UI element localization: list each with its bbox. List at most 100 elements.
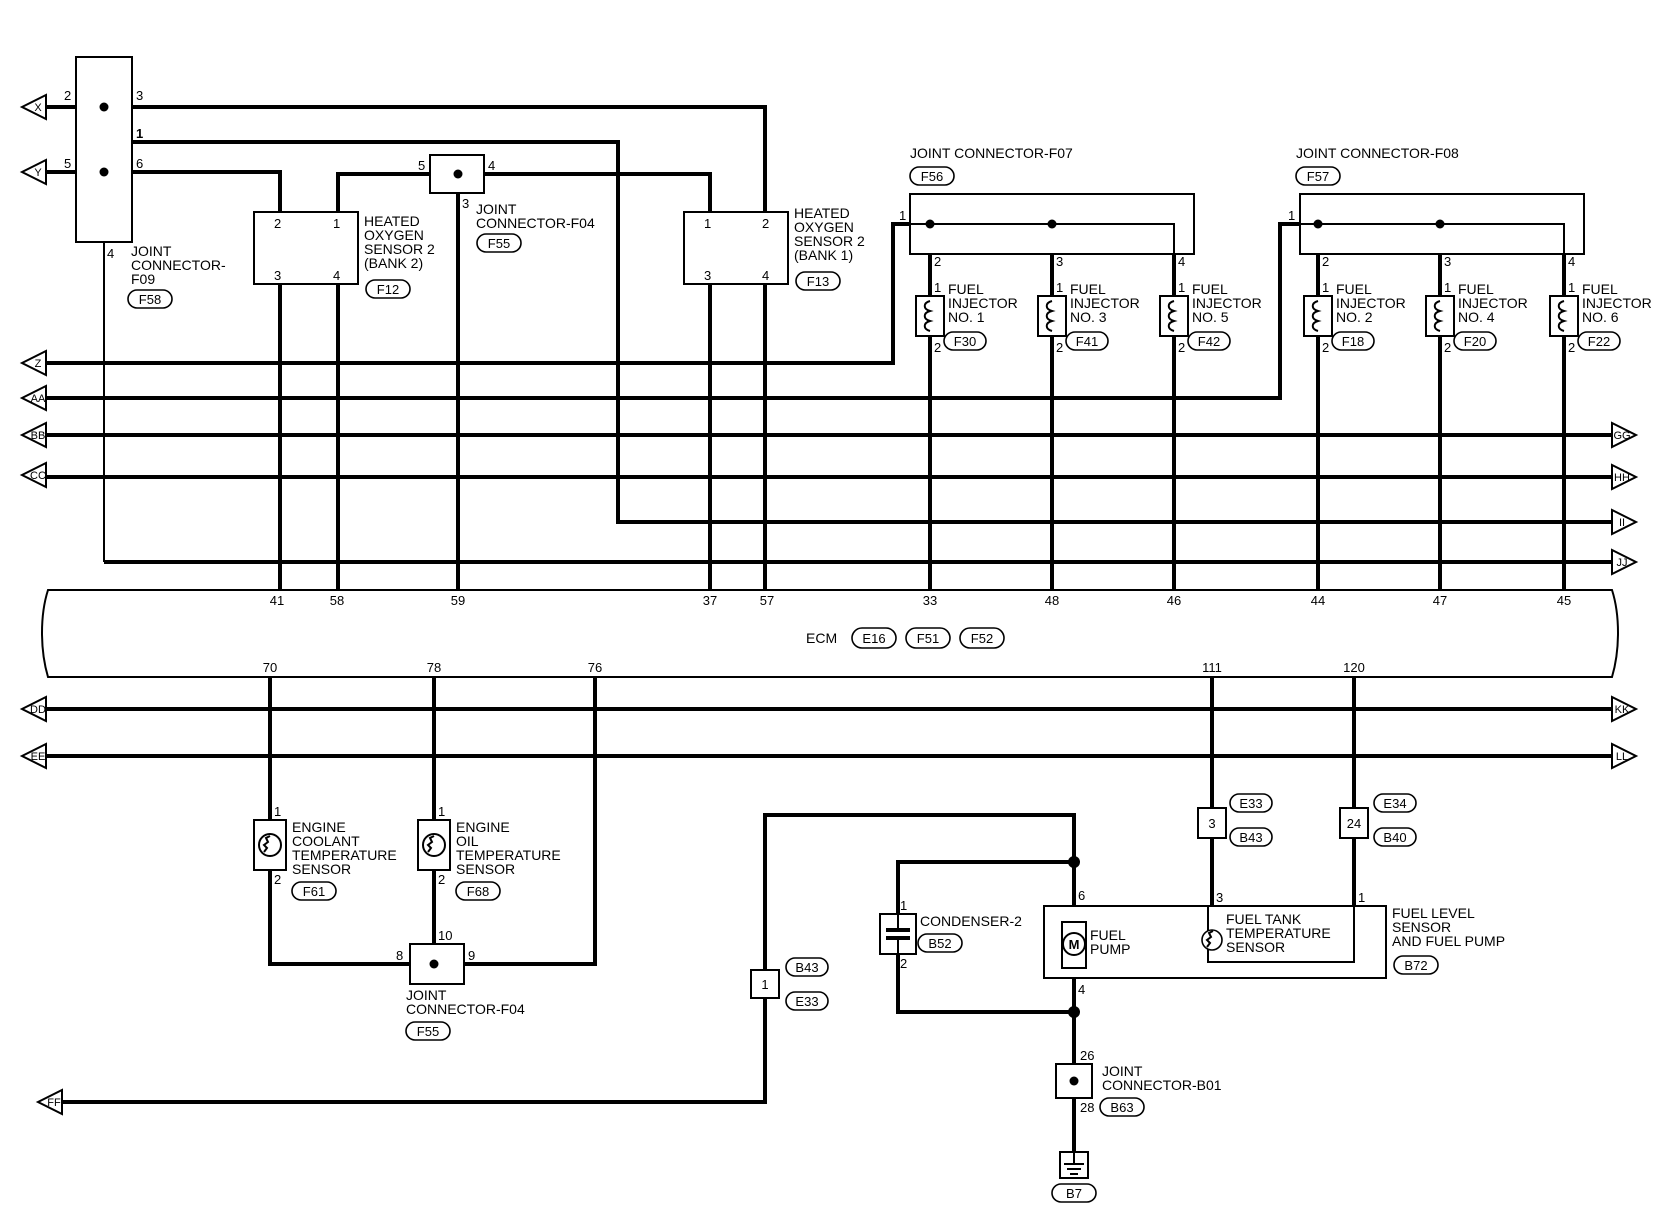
svg-text:E33: E33 bbox=[1239, 796, 1262, 811]
svg-text:FUEL LEVEL: FUEL LEVEL bbox=[1392, 905, 1475, 921]
svg-text:B72: B72 bbox=[1404, 958, 1427, 973]
svg-text:3: 3 bbox=[274, 268, 281, 283]
svg-text:5: 5 bbox=[418, 158, 425, 173]
svg-text:FUEL: FUEL bbox=[948, 281, 984, 297]
terminal-bb: BB bbox=[19, 421, 47, 449]
engine-oil-temperature-sensor: 1 2 ENGINE OIL TEMPERATURE SENSOR F68 bbox=[417, 804, 561, 901]
svg-text:ECM: ECM bbox=[806, 630, 837, 646]
svg-text:TEMPERATURE: TEMPERATURE bbox=[456, 847, 561, 863]
svg-text:F30: F30 bbox=[954, 334, 976, 349]
svg-text:3: 3 bbox=[704, 268, 711, 283]
svg-text:CONNECTOR-: CONNECTOR- bbox=[131, 257, 226, 273]
svg-text:F41: F41 bbox=[1076, 334, 1098, 349]
svg-text:1: 1 bbox=[1358, 890, 1365, 905]
svg-text:3: 3 bbox=[136, 88, 143, 103]
svg-text:F42: F42 bbox=[1198, 334, 1220, 349]
terminal-ff: FF bbox=[35, 1088, 63, 1116]
svg-text:B7: B7 bbox=[1066, 1186, 1082, 1201]
svg-text:57: 57 bbox=[760, 593, 774, 608]
svg-text:FUEL: FUEL bbox=[1336, 281, 1372, 297]
svg-text:GG: GG bbox=[1613, 430, 1630, 442]
svg-text:120: 120 bbox=[1343, 660, 1365, 675]
joint-connector-b01: 26 28 JOINT CONNECTOR-B01 B63 bbox=[1055, 1048, 1222, 1117]
terminal-hh: HH bbox=[1611, 463, 1639, 491]
fuel-injector-2: 1 2 FUEL INJECTOR NO. 2 F18 bbox=[1303, 280, 1406, 355]
svg-text:SENSOR: SENSOR bbox=[456, 861, 515, 877]
svg-text:F55: F55 bbox=[417, 1024, 439, 1039]
svg-text:2: 2 bbox=[1056, 340, 1063, 355]
svg-text:HEATED: HEATED bbox=[794, 205, 850, 221]
svg-text:3: 3 bbox=[1444, 254, 1451, 269]
joint-connector-f07: JOINT CONNECTOR-F07 F56 1 2 3 4 bbox=[899, 145, 1195, 269]
svg-text:CONNECTOR-B01: CONNECTOR-B01 bbox=[1102, 1077, 1222, 1093]
svg-text:(BANK 1): (BANK 1) bbox=[794, 247, 853, 263]
svg-text:NO. 6: NO. 6 bbox=[1582, 309, 1619, 325]
svg-text:HEATED: HEATED bbox=[364, 213, 420, 229]
ecm-pins-top: 41 58 59 37 57 33 48 46 44 47 45 bbox=[270, 593, 1571, 608]
svg-text:X: X bbox=[34, 102, 42, 114]
svg-text:JOINT: JOINT bbox=[476, 201, 517, 217]
fuel-injector-5: 1 2 FUEL INJECTOR NO. 5 F42 bbox=[1159, 280, 1262, 355]
svg-text:37: 37 bbox=[703, 593, 717, 608]
svg-text:FF: FF bbox=[47, 1097, 61, 1109]
svg-text:2: 2 bbox=[762, 216, 769, 231]
svg-text:6: 6 bbox=[1078, 888, 1085, 903]
svg-text:1: 1 bbox=[1568, 280, 1575, 295]
inline-connector-24: 24 E34 B40 bbox=[1339, 793, 1417, 847]
ecm-block: ECM E16 F51 F52 bbox=[41, 589, 1619, 678]
terminal-ee: EE bbox=[19, 742, 47, 770]
svg-text:F57: F57 bbox=[1307, 169, 1329, 184]
svg-text:DD: DD bbox=[30, 704, 46, 716]
svg-text:1: 1 bbox=[1178, 280, 1185, 295]
svg-text:F55: F55 bbox=[488, 236, 510, 251]
svg-text:F20: F20 bbox=[1464, 334, 1486, 349]
svg-text:33: 33 bbox=[923, 593, 937, 608]
svg-text:1: 1 bbox=[1322, 280, 1329, 295]
svg-text:ENGINE: ENGINE bbox=[292, 819, 346, 835]
svg-text:3: 3 bbox=[1208, 816, 1215, 831]
svg-text:JOINT CONNECTOR-F07: JOINT CONNECTOR-F07 bbox=[910, 145, 1073, 161]
svg-text:BB: BB bbox=[31, 430, 46, 442]
terminal-jj: JJ bbox=[1611, 548, 1639, 576]
svg-text:LL: LL bbox=[1616, 751, 1628, 763]
svg-text:4: 4 bbox=[107, 246, 114, 261]
svg-text:F18: F18 bbox=[1342, 334, 1364, 349]
svg-text:COOLANT: COOLANT bbox=[292, 833, 360, 849]
svg-text:2: 2 bbox=[934, 340, 941, 355]
svg-text:2: 2 bbox=[438, 872, 445, 887]
terminal-ii: II bbox=[1611, 508, 1639, 536]
svg-text:SENSOR: SENSOR bbox=[1392, 919, 1451, 935]
svg-text:58: 58 bbox=[330, 593, 344, 608]
svg-text:2: 2 bbox=[1178, 340, 1185, 355]
svg-text:INJECTOR: INJECTOR bbox=[1336, 295, 1406, 311]
svg-text:INJECTOR: INJECTOR bbox=[1582, 295, 1652, 311]
svg-text:B63: B63 bbox=[1110, 1100, 1133, 1115]
svg-text:KK: KK bbox=[1615, 704, 1630, 716]
svg-text:II: II bbox=[1619, 517, 1625, 529]
svg-text:AND FUEL PUMP: AND FUEL PUMP bbox=[1392, 933, 1505, 949]
svg-text:F13: F13 bbox=[807, 274, 829, 289]
svg-text:TEMPERATURE: TEMPERATURE bbox=[1226, 925, 1331, 941]
svg-text:59: 59 bbox=[451, 593, 465, 608]
svg-text:2: 2 bbox=[64, 88, 71, 103]
terminal-gg: GG bbox=[1611, 421, 1639, 449]
svg-text:NO. 2: NO. 2 bbox=[1336, 309, 1373, 325]
svg-text:Z: Z bbox=[35, 358, 42, 370]
svg-text:Y: Y bbox=[34, 167, 42, 179]
svg-text:111: 111 bbox=[1202, 660, 1222, 675]
svg-text:CONNECTOR-F04: CONNECTOR-F04 bbox=[476, 215, 595, 231]
svg-text:INJECTOR: INJECTOR bbox=[1192, 295, 1262, 311]
svg-text:10: 10 bbox=[438, 928, 452, 943]
svg-text:INJECTOR: INJECTOR bbox=[1070, 295, 1140, 311]
svg-text:NO. 4: NO. 4 bbox=[1458, 309, 1495, 325]
svg-text:F12: F12 bbox=[377, 282, 399, 297]
terminal-dd: DD bbox=[19, 695, 47, 723]
svg-text:76: 76 bbox=[588, 660, 602, 675]
svg-text:FUEL: FUEL bbox=[1070, 281, 1106, 297]
svg-text:E16: E16 bbox=[862, 631, 885, 646]
svg-text:2: 2 bbox=[1568, 340, 1575, 355]
svg-text:B52: B52 bbox=[928, 936, 951, 951]
fuel-injector-1: 1 2 FUEL INJECTOR NO. 1 F30 bbox=[915, 280, 1018, 355]
ground-symbol: B7 bbox=[1051, 1151, 1097, 1203]
